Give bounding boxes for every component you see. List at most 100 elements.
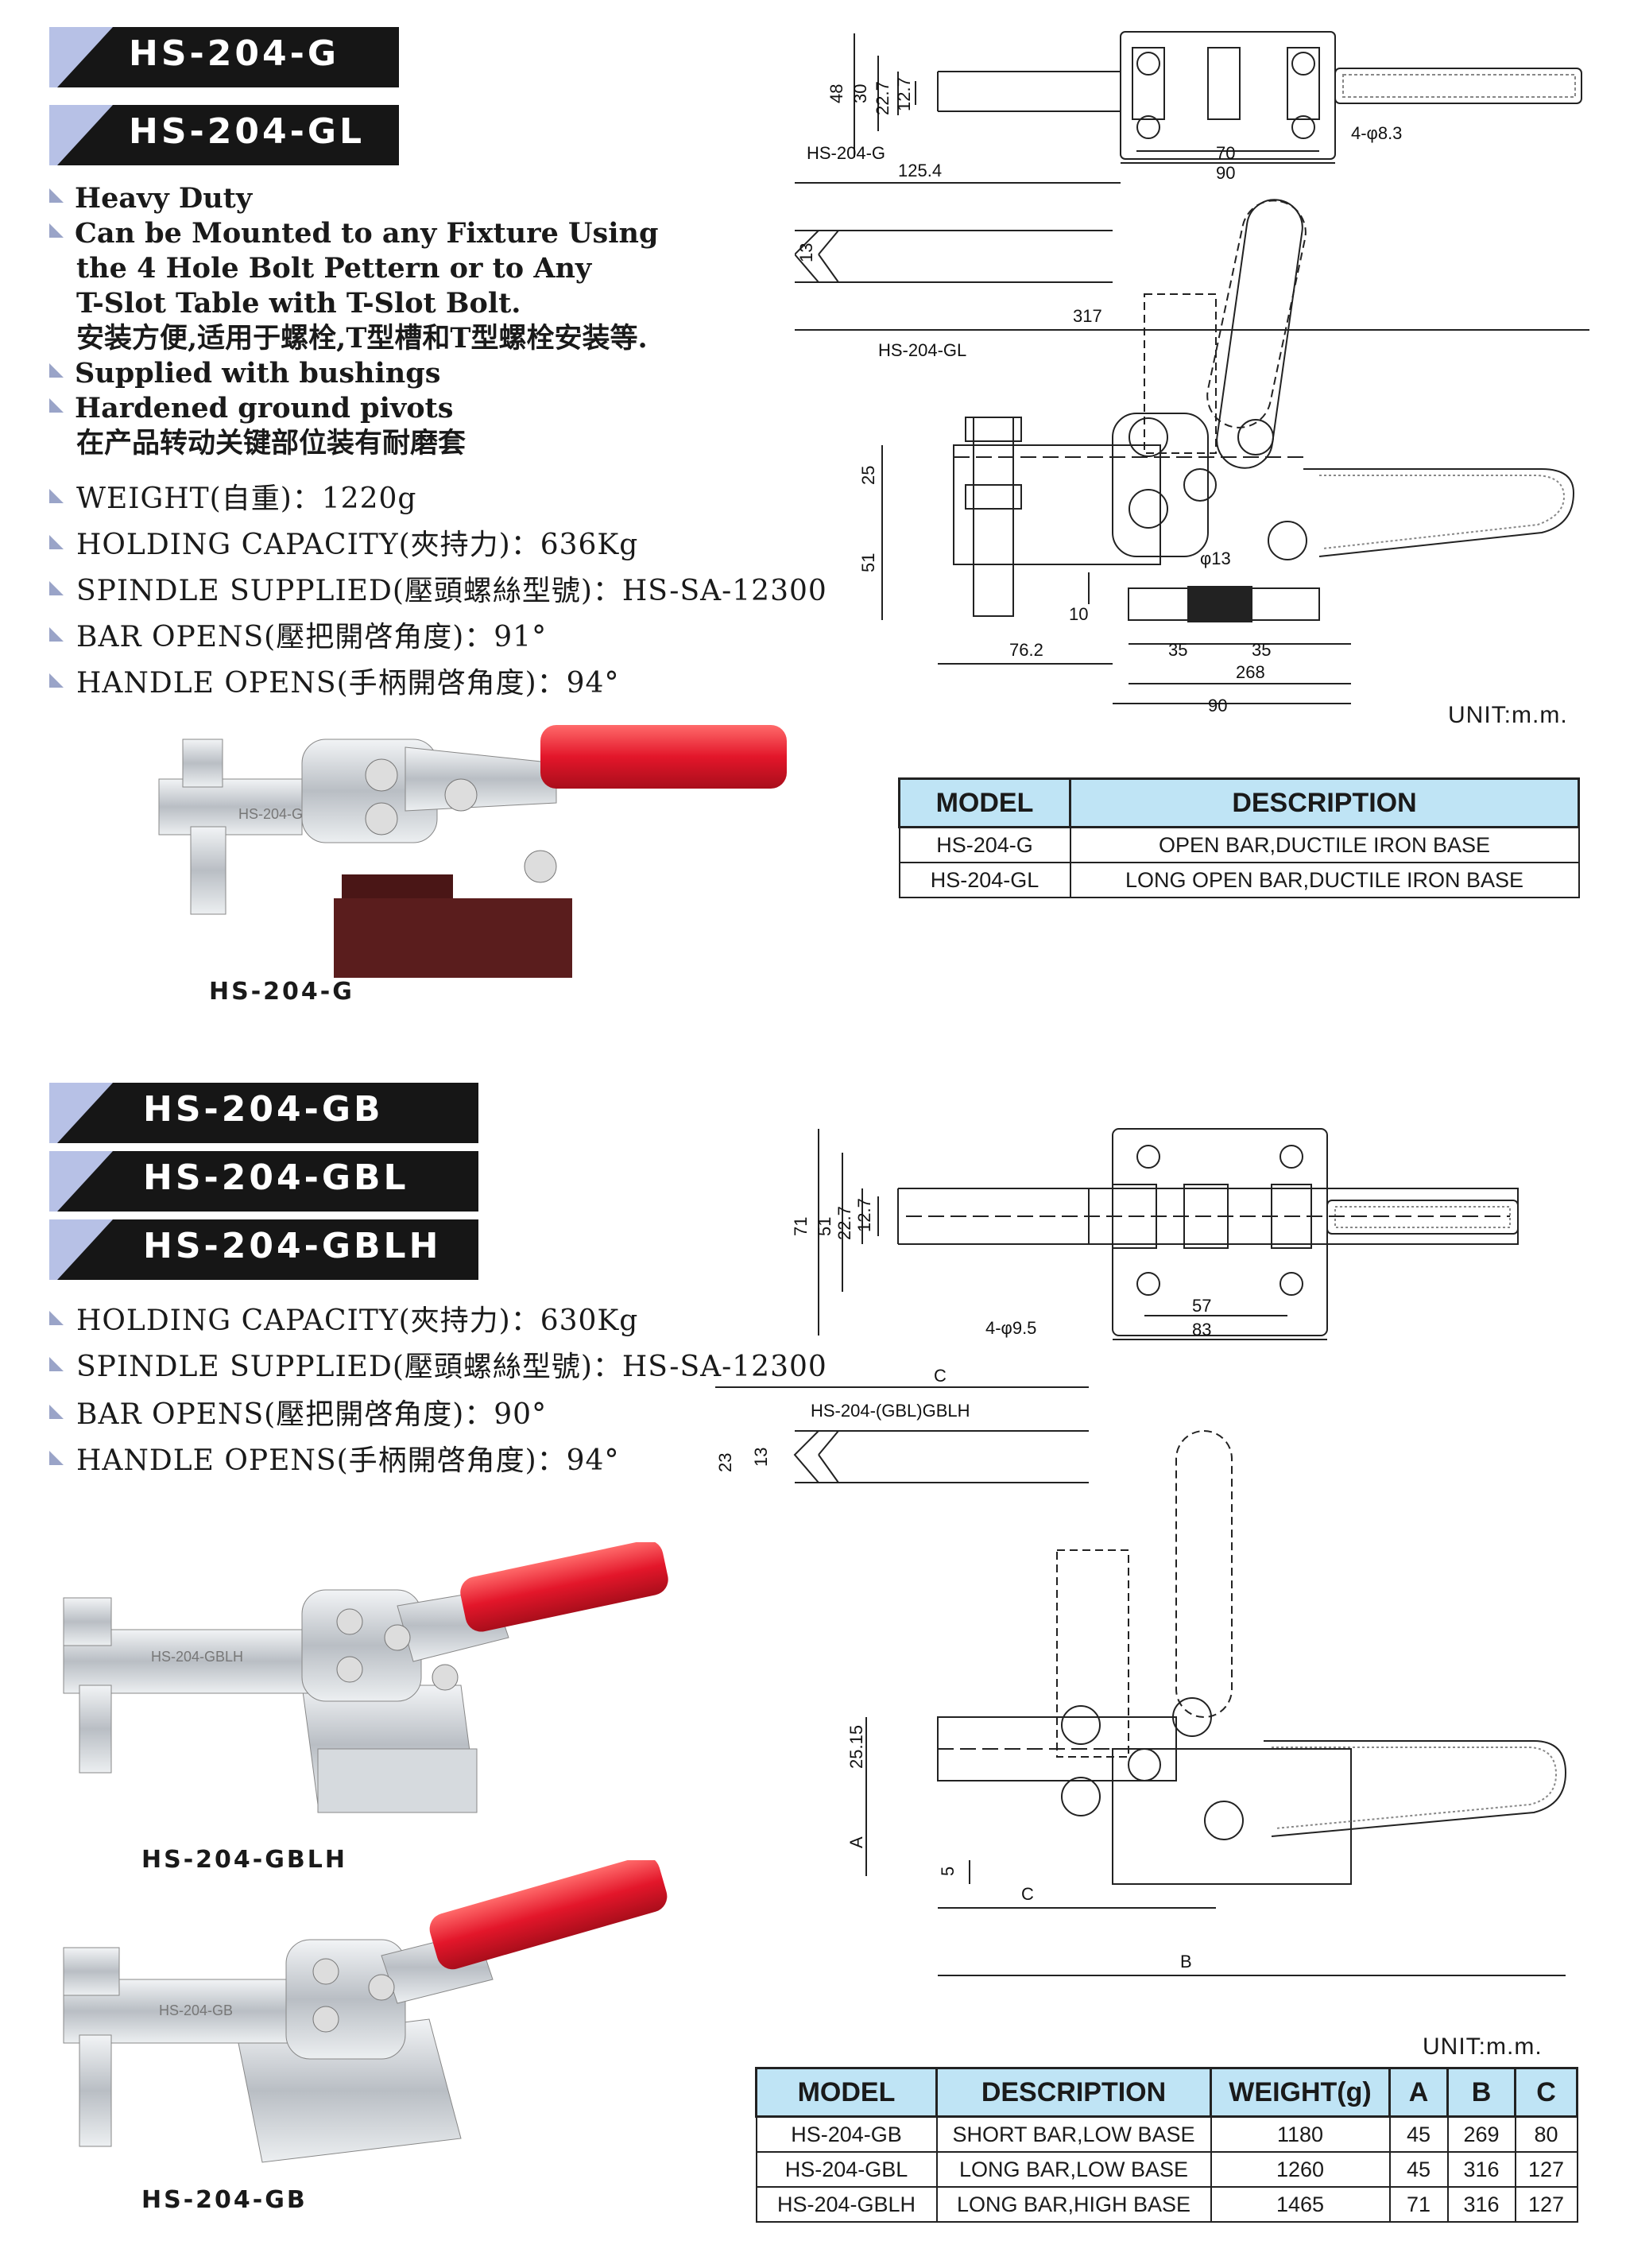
spec-text: HOLDING CAPACITY(夾持力)：636Kg [76, 529, 639, 561]
bullet-icon [49, 398, 64, 413]
dim-label: 13 [796, 243, 816, 262]
spec-text: WEIGHT(自重)：1220g [76, 483, 417, 515]
bullet-icon [49, 1311, 64, 1325]
table-cell: 316 [1446, 2186, 1516, 2223]
spec-handle-opens: HANDLE OPENS(手柄開啓角度)：94° [49, 1437, 619, 1479]
photo-caption: HS-204-GBLH [141, 1846, 347, 1874]
spec-text: HANDLE OPENS(手柄開啓角度)：94° [76, 1444, 620, 1477]
dim-label: HS-204-G [807, 143, 885, 163]
dim-label: 76.2 [1009, 640, 1043, 660]
model-table-2: MODEL DESCRIPTION WEIGHT(g) A B C HS-204… [755, 2067, 1578, 2223]
spec-text: SPINDLE SUPPLIED(壓頭螺絲型號)：HS-SA-12300 [76, 1351, 827, 1383]
feature-item: Supplied with bushings [49, 356, 440, 391]
feature-continuation-chinese: 安装方便,适用于螺栓,T型槽和T型螺栓安装等. [76, 322, 648, 355]
column-header: B [1446, 2067, 1516, 2118]
table-cell: SHORT BAR,LOW BASE [935, 2115, 1212, 2153]
column-header: WEIGHT(g) [1210, 2067, 1391, 2118]
dim-label: 22.7 [834, 1206, 854, 1240]
column-header: MODEL [898, 777, 1071, 828]
table-cell: 80 [1514, 2115, 1578, 2153]
photo-stamp: HS-204-G [238, 806, 303, 822]
dimension-drawing-hs-204-g: 48 30 22.7 12.7 4-φ8.3 HS-204-G 125.4 70… [795, 31, 1589, 715]
bullet-icon [49, 489, 64, 503]
dim-label: 10 [1069, 604, 1088, 624]
table-cell: 45 [1388, 2151, 1449, 2188]
table-cell: 127 [1514, 2151, 1578, 2188]
product-photo-hs-204-g: HS-204-G [158, 725, 787, 978]
dim-label: 317 [1073, 306, 1102, 326]
table-row: HS-204-G OPEN BAR,DUCTILE IRON BASE [898, 826, 1580, 863]
column-header: DESCRIPTION [935, 2067, 1212, 2118]
dim-label: 90 [1216, 163, 1235, 183]
table-cell: OPEN BAR,DUCTILE IRON BASE [1069, 826, 1580, 863]
dim-label: 35 [1252, 640, 1271, 660]
table-cell: 1260 [1210, 2151, 1391, 2188]
table-header-row: MODEL DESCRIPTION WEIGHT(g) A B C [755, 2067, 1578, 2118]
spec-holding-capacity: HOLDING CAPACITY(夾持力)：636Kg [49, 521, 638, 563]
banner-title: HS-204-GBLH [143, 1226, 442, 1266]
table-cell: 45 [1388, 2115, 1449, 2153]
table-cell: 1180 [1210, 2115, 1391, 2153]
dim-label: 12.7 [894, 77, 914, 111]
banner-title: HS-204-GL [129, 111, 366, 152]
model-table-1: MODEL DESCRIPTION HS-204-G OPEN BAR,DUCT… [898, 777, 1580, 898]
table-cell: HS-204-GBLH [755, 2186, 938, 2223]
photo-caption: HS-204-G [209, 978, 354, 1006]
photo-stamp: HS-204-GBLH [151, 1649, 243, 1665]
spec-spindle: SPINDLE SUPPLIED(壓頭螺絲型號)：HS-SA-12300 [49, 1343, 827, 1385]
dim-label: 71 [791, 1217, 811, 1236]
feature-text: Supplied with bushings [75, 357, 441, 390]
bullet-icon [49, 581, 64, 595]
dim-label: 125.4 [898, 161, 942, 180]
photo-stamp: HS-204-GB [159, 2002, 233, 2018]
product-photo-hs-204-gb: HS-204-GB [63, 1860, 668, 2163]
dim-label: 70 [1216, 143, 1235, 163]
feature-text: Can be Mounted to any Fixture Using [75, 217, 659, 250]
dim-label: C [1021, 1884, 1034, 1904]
title-banner-hs-204-gl: HS-204-GL [49, 105, 399, 165]
dim-label: A [846, 1836, 866, 1848]
dim-label: 35 [1168, 640, 1187, 660]
bullet-icon [49, 363, 64, 378]
feature-text: Hardened ground pivots [75, 392, 454, 425]
dim-label: 30 [850, 84, 870, 103]
column-header: MODEL [755, 2067, 938, 2118]
dim-label: 22.7 [873, 81, 892, 115]
dim-label: 83 [1192, 1320, 1211, 1339]
dim-label: 25 [858, 466, 878, 485]
dim-label: 12.7 [854, 1198, 874, 1232]
bullet-icon [49, 1451, 64, 1465]
banner-title: HS-204-GB [143, 1089, 384, 1130]
title-banner-hs-204-g: HS-204-G [49, 27, 399, 87]
spec-text: SPINDLE SUPPLIED(壓頭螺絲型號)：HS-SA-12300 [76, 575, 827, 607]
dim-label: 57 [1192, 1296, 1211, 1316]
spec-bar-opens: BAR OPENS(壓把開啓角度)：91° [49, 614, 547, 655]
photo-caption: HS-204-GB [141, 2186, 308, 2214]
dim-label: 13 [751, 1448, 771, 1467]
bullet-icon [49, 223, 64, 238]
bullet-icon [49, 1405, 64, 1419]
spec-weight: WEIGHT(自重)：1220g [49, 475, 416, 517]
table-cell: HS-204-G [898, 826, 1071, 863]
bullet-icon [49, 673, 64, 688]
feature-continuation: T-Slot Table with T-Slot Bolt. [76, 287, 521, 320]
bullet-icon [49, 627, 64, 642]
table-cell: HS-204-GBL [755, 2151, 938, 2188]
bullet-icon [49, 188, 64, 203]
banner-title: HS-204-G [129, 33, 339, 74]
title-banner-hs-204-gbl: HS-204-GBL [49, 1151, 478, 1212]
feature-item: Heavy Duty [49, 181, 252, 216]
dim-label: 51 [858, 553, 878, 572]
table-cell: LONG BAR,LOW BASE [935, 2151, 1212, 2188]
spec-spindle: SPINDLE SUPPLIED(壓頭螺絲型號)：HS-SA-12300 [49, 568, 827, 609]
dim-label: 5 [938, 1867, 958, 1876]
feature-text: Heavy Duty [75, 182, 253, 215]
dim-label: 268 [1236, 662, 1265, 682]
feature-item: Can be Mounted to any Fixture Using [49, 216, 658, 251]
banner-title: HS-204-GBL [143, 1157, 409, 1198]
table-cell: LONG OPEN BAR,DUCTILE IRON BASE [1069, 862, 1580, 898]
column-header: C [1514, 2067, 1578, 2118]
spec-text: HOLDING CAPACITY(夾持力)：630Kg [76, 1305, 639, 1337]
dim-label: 25.15 [846, 1725, 866, 1769]
dim-label: 23 [715, 1453, 735, 1472]
